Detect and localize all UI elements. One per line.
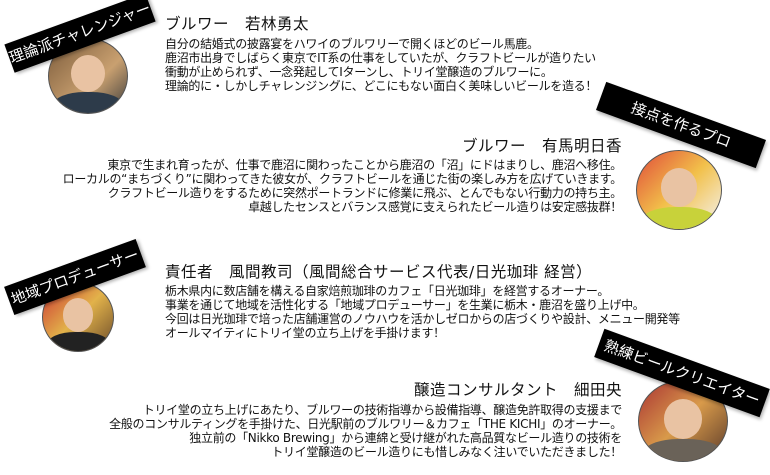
- description-line: ローカルの“まちづくり”に関わってきた彼女が、クラフトビールを通じた街の楽しみ方…: [62, 172, 623, 186]
- avatar-arima: [636, 150, 722, 230]
- description-line: オールマイティにトリイ堂の立ち上げを手掛けます！: [165, 326, 445, 340]
- profile-description: トリイ堂の立ち上げにあたり、ブルワーの技術指導から設備指導、醸造免許取得の支援ま…: [109, 403, 622, 459]
- profile-name: 醸造コンサルタント 細田央: [413, 381, 622, 399]
- profile-description: 東京で生まれ育ったが、仕事で鹿沼に関わったことから鹿沼の「沼」にドはまりし、鹿沼…: [62, 158, 623, 214]
- description-line: 自分の結婚式の披露宴をハワイのブルワリーで開くほどのビール馬鹿。: [165, 37, 539, 51]
- description-line: 事業を通じて地域を活性化する「地域プロデューサー」を生業に栃木・鹿沼を盛り上げ中…: [165, 298, 645, 312]
- description-line: 独立前の「Nikko Brewing」から連綿と受け継がれた高品質なビール造りの…: [189, 431, 622, 445]
- description-line: 鹿沼市出身でしばらく東京でIT系の仕事をしていたが、クラフトビールが造りたい: [165, 51, 596, 65]
- description-line: 今回は日光珈琲で培った店舗運営のノウハウを活かしゼロからの店づくりや設計、メニュ…: [165, 312, 680, 326]
- profile-name: ブルワー 有馬明日香: [461, 137, 622, 155]
- profile-description: 栃木県内に数店舗を構える自家焙煎珈琲のカフェ「日光珈琲」を経営するオーナー。 事…: [165, 284, 680, 340]
- profile-description: 自分の結婚式の披露宴をハワイのブルワリーで開くほどのビール馬鹿。 鹿沼市出身でし…: [165, 37, 597, 93]
- description-line: クラフトビール造りをするために突然ポートランドに修業に飛ぶ、とんでもない行動力の…: [107, 186, 623, 200]
- description-line: 理論的に・しかしチャレンジングに、どこにもない面白く美味しいビールを造る！: [165, 79, 598, 93]
- description-line: トリイ堂醸造のビール造りにも惜しみなく注いでいただきました！: [271, 445, 622, 459]
- description-line: 全般のコンサルティングを手掛けた、日光駅前のブルワリー＆カフェ「THE KICH…: [109, 417, 622, 431]
- description-line: トリイ堂の立ち上げにあたり、ブルワーの技術指導から設備指導、醸造免許取得の支援ま…: [142, 403, 623, 417]
- profile-name: ブルワー 若林勇太: [165, 15, 310, 33]
- avatar-wakabayashi: [48, 38, 128, 114]
- description-line: 卓越したセンスとバランス感覚に支えられたビール造りは安定感抜群！: [248, 200, 622, 214]
- description-line: 栃木県内に数店舗を構える自家焙煎珈琲のカフェ「日光珈琲」を経営するオーナー。: [165, 284, 610, 298]
- description-line: 東京で生まれ育ったが、仕事で鹿沼に関わったことから鹿沼の「沼」にドはまりし、鹿沼…: [107, 158, 622, 172]
- description-line: 衝動が止められず、一念発起してIターンし、トリイ堂醸造のブルワーに。: [165, 65, 553, 79]
- profile-name: 責任者 風間教司（風間総合サービス代表/日光珈琲 経営）: [165, 263, 593, 281]
